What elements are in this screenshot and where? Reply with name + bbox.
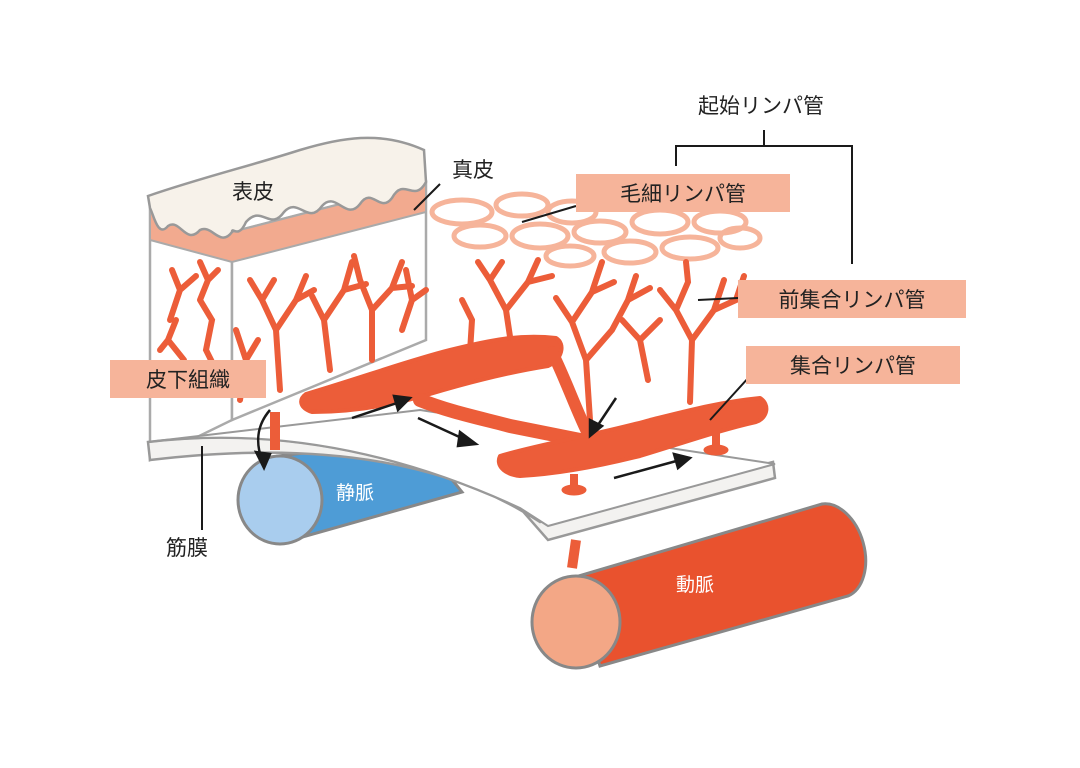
label-subcutaneous: 皮下組織 [110, 360, 266, 398]
collecting-vessel-loop [413, 393, 587, 447]
flow-arrows [253, 394, 693, 480]
label-vein: 静脈 [336, 482, 375, 504]
label-dermis: 真皮 [452, 158, 494, 182]
label-precollector-lymph: 前集合リンパ管 [738, 280, 966, 318]
vein-end [236, 454, 324, 546]
leader-dermis [413, 183, 441, 211]
label-collecting-lymph: 集合リンパ管 [746, 346, 960, 384]
label-artery: 動脈 [676, 574, 715, 596]
leader-precollector [697, 297, 739, 301]
flow-arrow-4 [588, 397, 618, 439]
label-capillary-lymph: 毛細リンパ管 [576, 174, 790, 212]
capillary-lymph-network [429, 191, 763, 269]
label-epidermis: 表皮 [232, 180, 274, 204]
artery-end [530, 574, 622, 670]
artery [530, 502, 868, 670]
fascia-sheet [146, 408, 777, 542]
label-initial-lymph: 起始リンパ管 [698, 94, 824, 118]
collecting-vessel-bridge [546, 346, 596, 444]
leader-collecting [709, 375, 751, 421]
lymph-branches [157, 253, 747, 423]
flow-arrow-3 [613, 452, 693, 480]
flow-arrow-2 [417, 416, 480, 448]
fascia-top-face [147, 408, 776, 528]
collecting-vessel-upper [299, 334, 564, 414]
epidermis-layer [146, 136, 428, 239]
artery-body [570, 502, 868, 668]
flow-arrow-1 [351, 394, 413, 420]
leader-capillary [521, 205, 577, 223]
collecting-lymph-vessels [270, 334, 769, 569]
collecting-vessel-lower [496, 396, 769, 478]
label-fascia: 筋膜 [166, 536, 208, 560]
leader-lines [201, 130, 853, 530]
flow-arrow-5 [253, 409, 272, 471]
